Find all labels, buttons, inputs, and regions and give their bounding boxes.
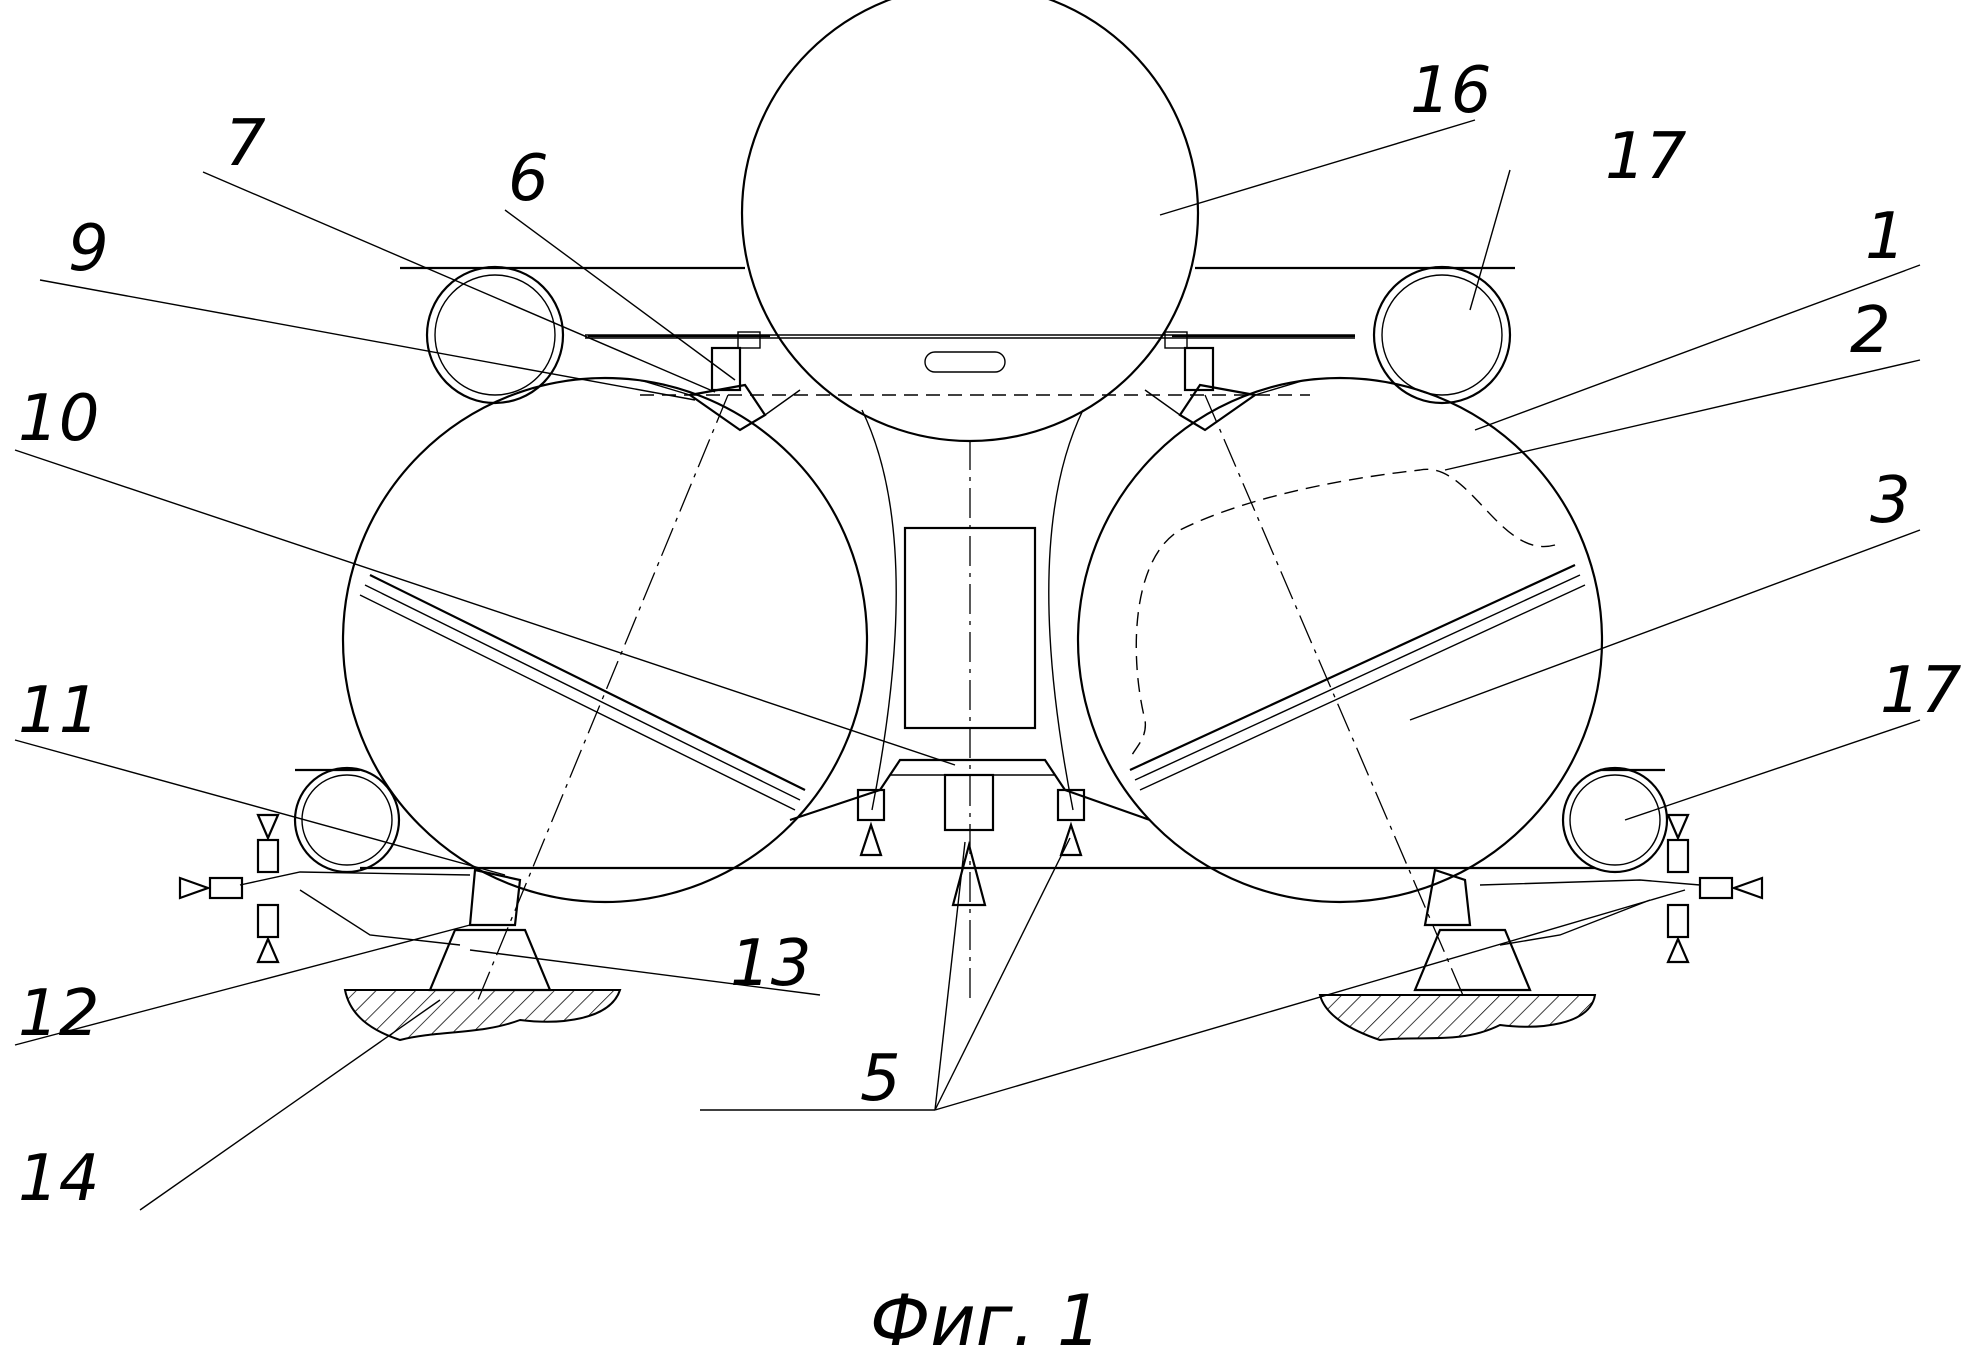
- label-17-bottom: 17: [1880, 654, 1962, 728]
- top-sphere-hatch-mark: [924, 351, 1006, 373]
- label-16: 16: [1410, 54, 1491, 128]
- label-11: 11: [18, 674, 99, 748]
- top-sphere-16: [740, 0, 1200, 443]
- auxiliary-tanks-17: [293, 265, 1669, 874]
- label-1: 1: [1865, 200, 1906, 274]
- label-13: 13: [730, 927, 811, 1001]
- center-lines: [477, 394, 1466, 1001]
- leader-lines: [14, 119, 1921, 1211]
- left-main-sphere: [341, 376, 897, 904]
- label-14: 14: [18, 1142, 99, 1216]
- label-2: 2: [1850, 294, 1891, 368]
- lower-right-support: [1413, 813, 1764, 992]
- label-5: 5: [860, 1042, 901, 1116]
- label-3: 3: [1870, 464, 1911, 538]
- ground-14: [343, 989, 1597, 1042]
- label-10: 10: [18, 382, 99, 456]
- label-7: 7: [225, 107, 266, 181]
- lower-frame: [295, 768, 1665, 870]
- label-12: 12: [18, 977, 99, 1051]
- lower-left-support: [178, 813, 552, 992]
- label-6: 6: [508, 142, 549, 216]
- label-17-top: 17: [1605, 120, 1687, 194]
- reference-numerals: 16 17 1 2 3 17 7 6 9 10 11 12 13 14 5: [18, 54, 1962, 1216]
- figure-caption: Фиг. 1: [870, 1280, 1102, 1361]
- upper-left-mount: [588, 331, 801, 432]
- label-9: 9: [68, 212, 109, 286]
- right-main-sphere: [1048, 376, 1604, 904]
- upper-right-mount: [1144, 331, 1355, 432]
